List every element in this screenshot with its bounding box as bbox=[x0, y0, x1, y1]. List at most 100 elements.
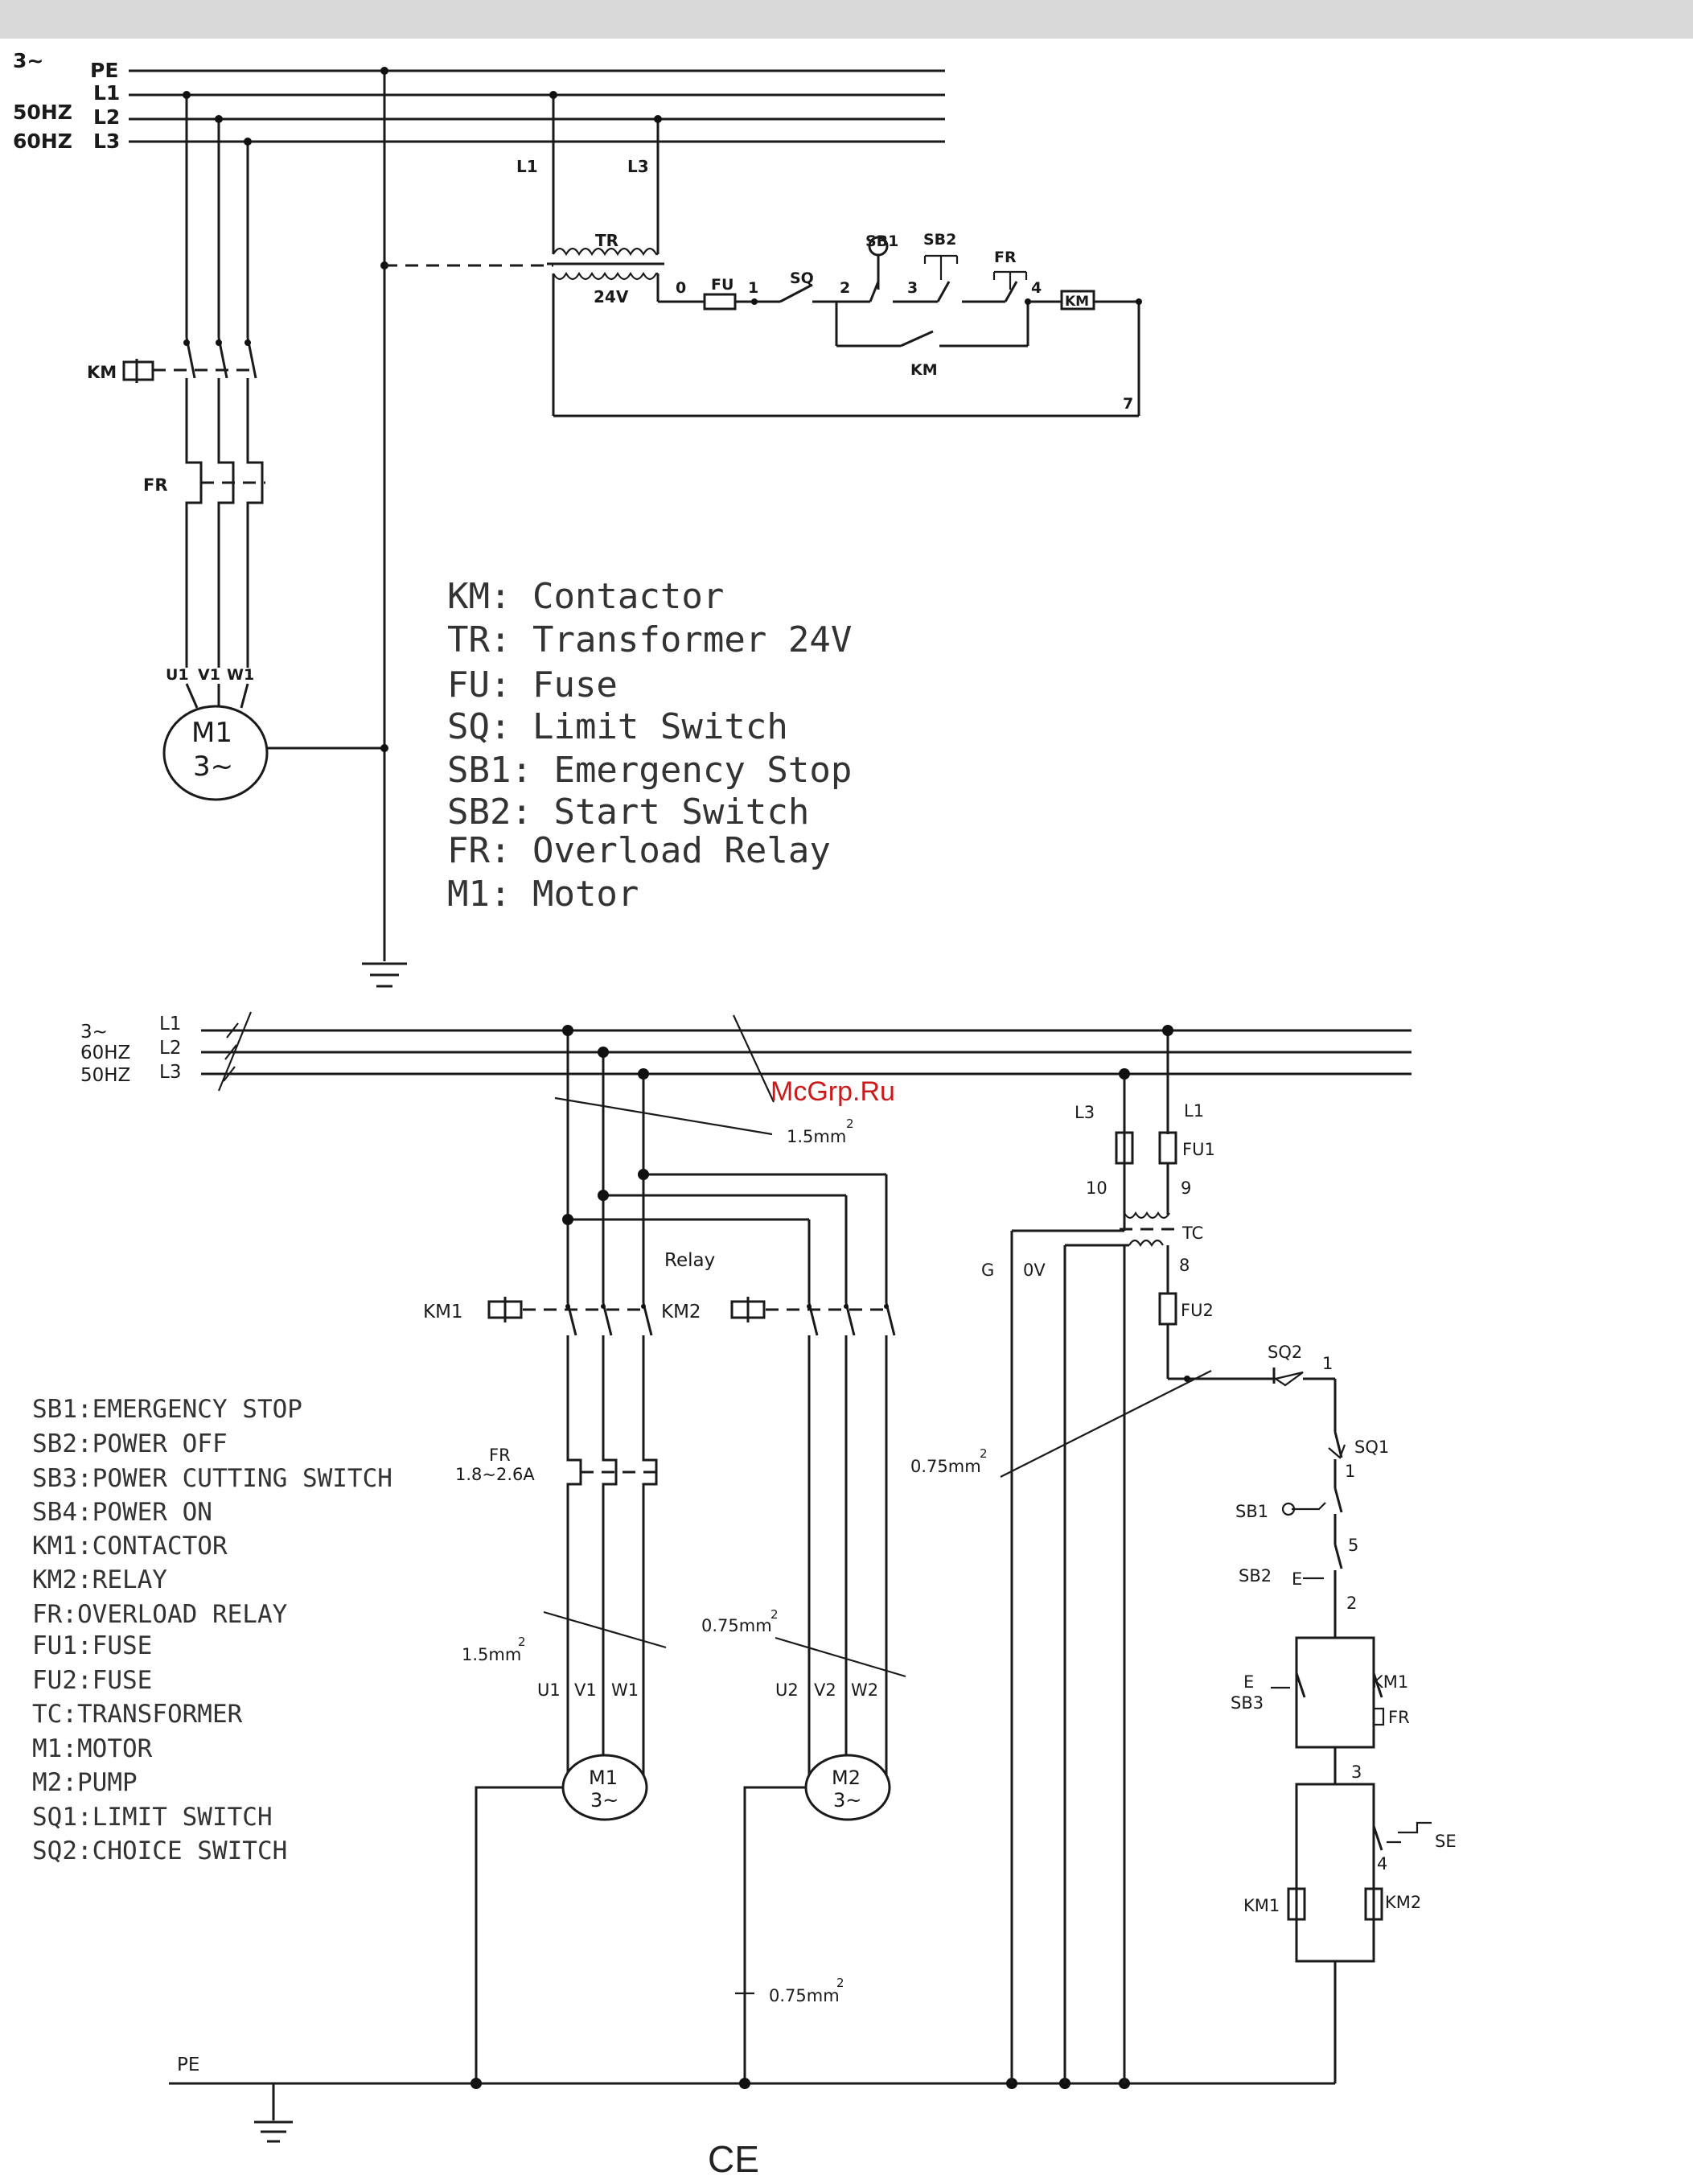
bottom-term-v1: V1 bbox=[574, 1680, 597, 1700]
bottom-wire-m1-sup: 2 bbox=[518, 1635, 526, 1649]
bottom-ctrl-sb4-label: SE bbox=[1435, 1832, 1457, 1851]
bottom-legend-item: FR:OVERLOAD RELAY bbox=[32, 1600, 288, 1629]
bottom-wire-ctrl: 0.75mm bbox=[910, 1457, 981, 1476]
top-tr-voltage: 24V bbox=[594, 287, 629, 306]
bottom-tc-n10: 10 bbox=[1086, 1178, 1107, 1198]
top-junction-l1 bbox=[183, 91, 191, 99]
top-km-contacts bbox=[122, 337, 257, 450]
top-km-label: KM bbox=[87, 363, 117, 382]
top-km-coil bbox=[1060, 290, 1095, 311]
bottom-bus-l2-label: L2 bbox=[159, 1038, 181, 1059]
bottom-tc-0v: 0V bbox=[1023, 1261, 1046, 1280]
top-tr-in-l3: L3 bbox=[627, 157, 649, 176]
bottom-legend-item: SQ2:CHOICE SWITCH bbox=[32, 1836, 287, 1865]
bottom-ctrl-sb1: SB1 bbox=[1235, 1502, 1268, 1521]
top-legend-item: FU: Fuse bbox=[447, 664, 618, 705]
bottom-ctrl-n4: 4 bbox=[1377, 1854, 1387, 1873]
top-fr-label: FR bbox=[143, 475, 168, 495]
top-fuse bbox=[703, 293, 737, 311]
bottom-fuse-fu1 bbox=[1158, 1131, 1177, 1165]
bottom-term-w2: W2 bbox=[851, 1680, 878, 1700]
bottom-ctrl-block-1 bbox=[1295, 1636, 1375, 1749]
bottom-fr-name: FR bbox=[489, 1446, 511, 1465]
bottom-ctrl-sq1: SQ1 bbox=[1354, 1437, 1389, 1457]
top-tr-in-l1: L1 bbox=[516, 157, 538, 176]
top-bus-l2-label: L2 bbox=[93, 105, 120, 129]
bottom-km2-contacts bbox=[730, 1297, 896, 1625]
bottom-tc-name: TC bbox=[1181, 1224, 1203, 1243]
top-ctrl-n2: 2 bbox=[840, 279, 850, 297]
top-ctrl-km-aux-label: KM bbox=[910, 361, 938, 379]
top-legend-item: FR: Overload Relay bbox=[447, 830, 831, 871]
top-fr-elements bbox=[185, 450, 265, 668]
bottom-legend-item: TC:TRANSFORMER bbox=[32, 1700, 243, 1729]
bottom-legend-item: KM1:CONTACTOR bbox=[32, 1532, 228, 1561]
bottom-m2-type: 3~ bbox=[833, 1789, 861, 1812]
bottom-legend: SB1:EMERGENCY STOP SB2:POWER OFF SB3:POW… bbox=[32, 1395, 392, 1865]
top-legend: KM: Contactor TR: Transformer 24V FU: Fu… bbox=[447, 576, 852, 915]
header-bar bbox=[0, 0, 1693, 39]
bottom-wire-main: 1.5mm bbox=[787, 1127, 846, 1146]
bottom-bus-ticks bbox=[223, 1022, 239, 1082]
top-control-circuit bbox=[552, 236, 1142, 417]
bottom-m2-name: M2 bbox=[832, 1767, 861, 1789]
bottom-ctrl-n5: 5 bbox=[1348, 1536, 1358, 1555]
top-motor-m1 bbox=[162, 705, 269, 801]
bottom-wire-pe-sup: 2 bbox=[836, 1976, 844, 1990]
bottom-wire-m1: 1.5mm bbox=[462, 1645, 521, 1664]
footer-ce-mark: CE bbox=[708, 2138, 759, 2180]
bottom-fuse-fu2 bbox=[1158, 1292, 1177, 1326]
bottom-term-v2: V2 bbox=[814, 1680, 836, 1700]
bottom-tc-fu1: FU1 bbox=[1182, 1140, 1215, 1159]
bottom-legend-item: SB2:POWER OFF bbox=[32, 1429, 228, 1458]
bottom-legend-item: SQ1:LIMIT SWITCH bbox=[32, 1803, 273, 1832]
top-legend-item: SB2: Start Switch bbox=[447, 792, 809, 833]
bottom-transformer-tc bbox=[1120, 1207, 1174, 1248]
bottom-km2-coil bbox=[1364, 1887, 1383, 1921]
bottom-relay-label: Relay bbox=[664, 1250, 715, 1271]
bottom-ctrl-n3: 3 bbox=[1351, 1762, 1362, 1782]
top-bus-l1-label: L1 bbox=[93, 81, 120, 105]
bottom-wire-ctrl-sup: 2 bbox=[980, 1446, 988, 1461]
bottom-term-u1: U1 bbox=[537, 1680, 561, 1700]
bottom-tc-g: G bbox=[981, 1261, 994, 1280]
bottom-legend-item: M1:MOTOR bbox=[32, 1734, 153, 1763]
bottom-legend-item: SB3:POWER CUTTING SWITCH bbox=[32, 1464, 392, 1493]
bottom-wire-m2: 0.75mm bbox=[701, 1616, 772, 1635]
top-legend-item: KM: Contactor bbox=[447, 576, 724, 617]
bottom-ctrl-e-sb2: E bbox=[1292, 1569, 1302, 1589]
top-term-u1: U1 bbox=[166, 666, 189, 684]
top-supply-freq-60: 60HZ bbox=[13, 130, 72, 153]
top-term-w1: W1 bbox=[227, 666, 254, 684]
watermark: McGrp.Ru bbox=[770, 1076, 895, 1107]
bottom-legend-item: M2:PUMP bbox=[32, 1768, 138, 1797]
bottom-tc-fu2: FU2 bbox=[1181, 1301, 1214, 1320]
bottom-pe-label: PE bbox=[177, 2054, 199, 2075]
bottom-control-ladder bbox=[1211, 1368, 1432, 2083]
top-ctrl-n1: 1 bbox=[748, 279, 758, 297]
bottom-m1-type: 3~ bbox=[590, 1789, 618, 1812]
bottom-tc-l1: L1 bbox=[1184, 1101, 1204, 1121]
bottom-legend-item: SB1:EMERGENCY STOP bbox=[32, 1395, 302, 1424]
bottom-km1-coil bbox=[1287, 1887, 1306, 1921]
top-ctrl-n4: 4 bbox=[1031, 279, 1042, 297]
bottom-term-u2: U2 bbox=[775, 1680, 799, 1700]
top-legend-item: SB1: Emergency Stop bbox=[447, 750, 852, 791]
bottom-bus-l3-label: L3 bbox=[159, 1062, 181, 1083]
bottom-ctrl-cable-slash bbox=[1000, 1370, 1212, 1478]
bottom-ctrl-e-sb3: E bbox=[1243, 1672, 1254, 1692]
bottom-ctrl-km1-contact: KM1 bbox=[1372, 1672, 1408, 1692]
bottom-legend-item: KM2:RELAY bbox=[32, 1565, 167, 1594]
top-ground-icon bbox=[362, 962, 407, 988]
bottom-ctrl-n1a: 1 bbox=[1322, 1354, 1333, 1373]
top-legend-item: SQ: Limit Switch bbox=[447, 706, 788, 747]
bottom-legend-item: FU2:FUSE bbox=[32, 1666, 152, 1695]
top-ctrl-sb1: SB1 bbox=[865, 232, 898, 250]
bottom-ctrl-n2: 2 bbox=[1346, 1594, 1357, 1613]
top-ctrl-n3: 3 bbox=[907, 279, 918, 297]
bottom-ctrl-n1b: 1 bbox=[1345, 1462, 1355, 1481]
top-ctrl-n7: 7 bbox=[1123, 395, 1133, 413]
bottom-diagram: 3~ 60HZ 50HZ L1 L2 L3 1.5mm 2 bbox=[32, 1011, 1457, 2143]
bottom-wire-pe: 0.75mm bbox=[769, 1986, 840, 2005]
